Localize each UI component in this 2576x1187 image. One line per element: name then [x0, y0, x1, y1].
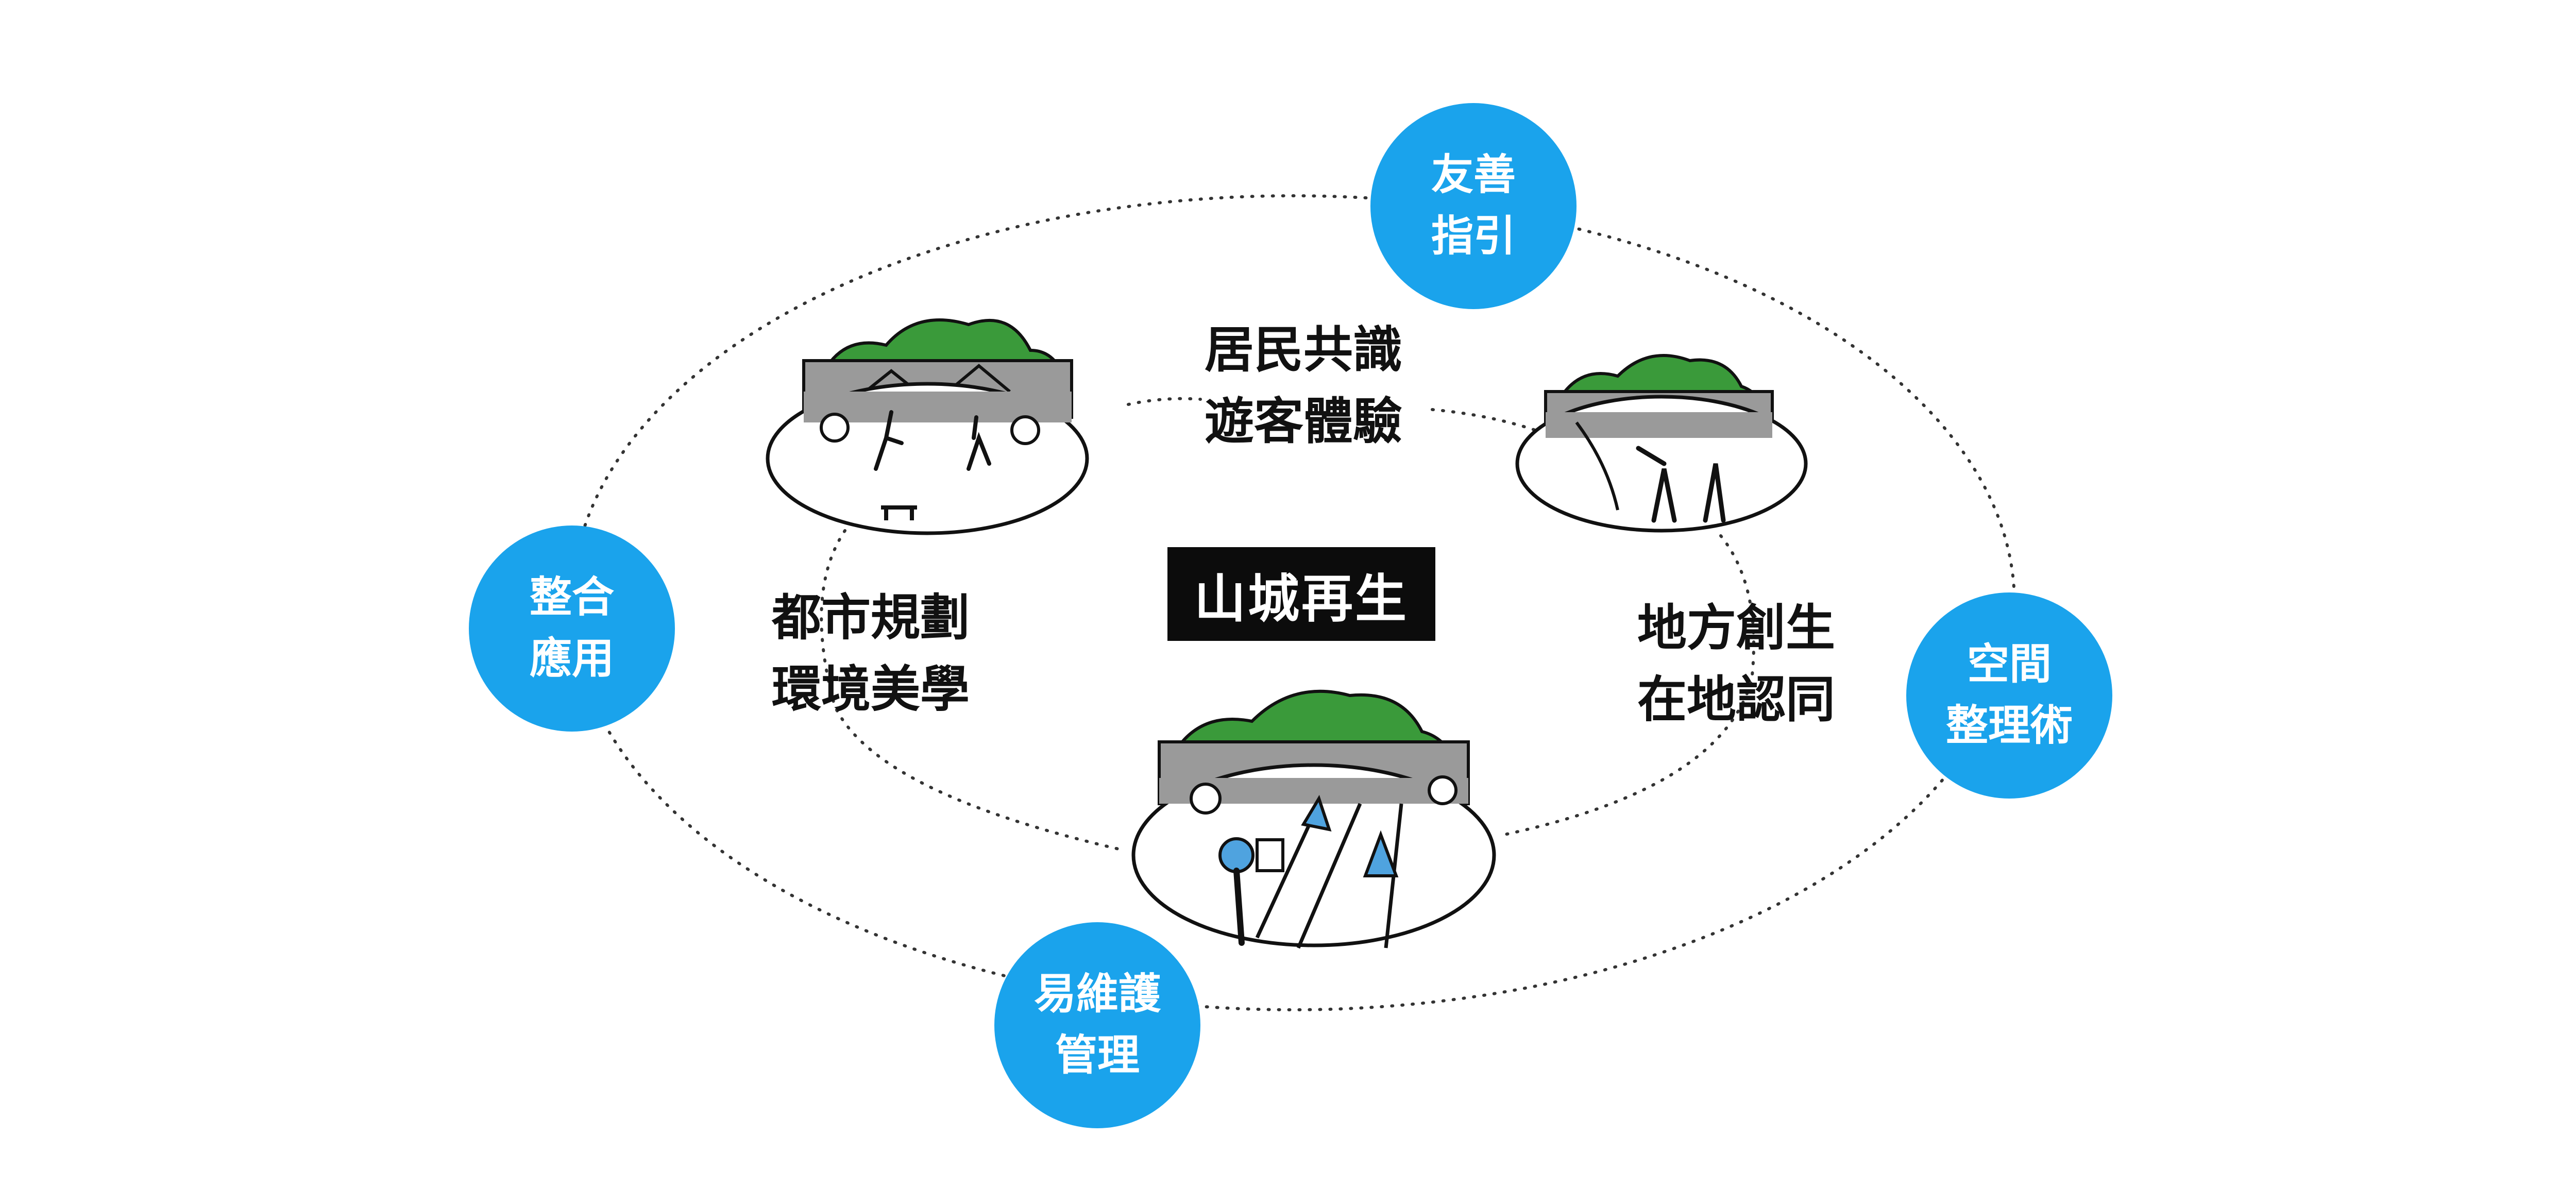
village-illustration-wayfinding — [1131, 689, 1496, 949]
village-illustration-plaza — [766, 318, 1089, 535]
pillar-integrated-application: 整合 應用 — [469, 525, 675, 732]
bench-left — [881, 505, 917, 520]
theme-right-label: 地方創生 在地認同 — [1637, 599, 1835, 729]
tree-bottom — [1190, 783, 1222, 815]
inner-orbit-left — [820, 529, 1125, 852]
hill-left — [821, 318, 1064, 372]
arrow-sign-2 — [1301, 794, 1332, 832]
theme-top-label: 居民共識 遊客體驗 — [1205, 321, 1402, 451]
arrow-sign-1 — [1363, 830, 1399, 877]
pillar-easy-maintenance: 易維護 管理 — [994, 922, 1200, 1128]
figures-left — [874, 410, 991, 471]
inner-orbit-right — [1503, 534, 1755, 836]
village-illustration-trail — [1515, 354, 1808, 533]
trail-right — [1575, 421, 1619, 511]
signpost-head — [1218, 837, 1255, 873]
theme-left-label: 都市規劃 環境美學 — [772, 589, 970, 719]
pillar-space-organization: 空間 整理術 — [1906, 592, 2112, 799]
info-board — [1256, 838, 1284, 872]
tree-left — [820, 413, 850, 443]
pillar-friendly-guidance: 友善 指引 — [1370, 103, 1577, 309]
pin-marker-right — [1428, 775, 1458, 805]
ground-oval-bottom — [1131, 763, 1496, 947]
inner-orbit-top-right — [1431, 408, 1537, 432]
figures-right — [1636, 446, 1726, 523]
tree-right — [1010, 415, 1040, 445]
signpost-pole — [1233, 868, 1245, 946]
center-title: 山城再生 — [1167, 547, 1435, 641]
